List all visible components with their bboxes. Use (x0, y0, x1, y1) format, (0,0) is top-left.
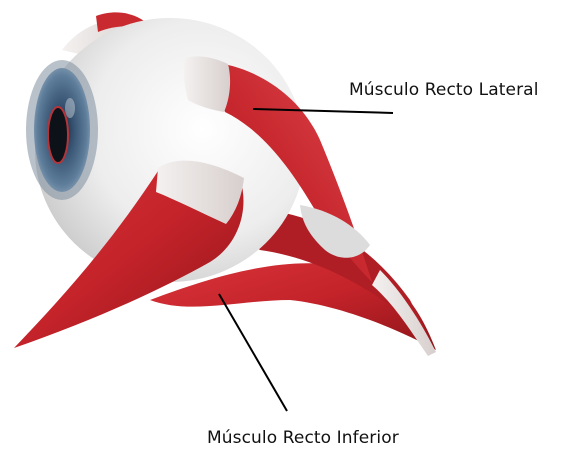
label-lateral-rectus: Músculo Recto Lateral (349, 80, 539, 100)
leader-line-inferior (219, 294, 287, 411)
label-inferior-rectus: Músculo Recto Inferior (207, 428, 399, 448)
cornea-and-iris (26, 60, 98, 200)
